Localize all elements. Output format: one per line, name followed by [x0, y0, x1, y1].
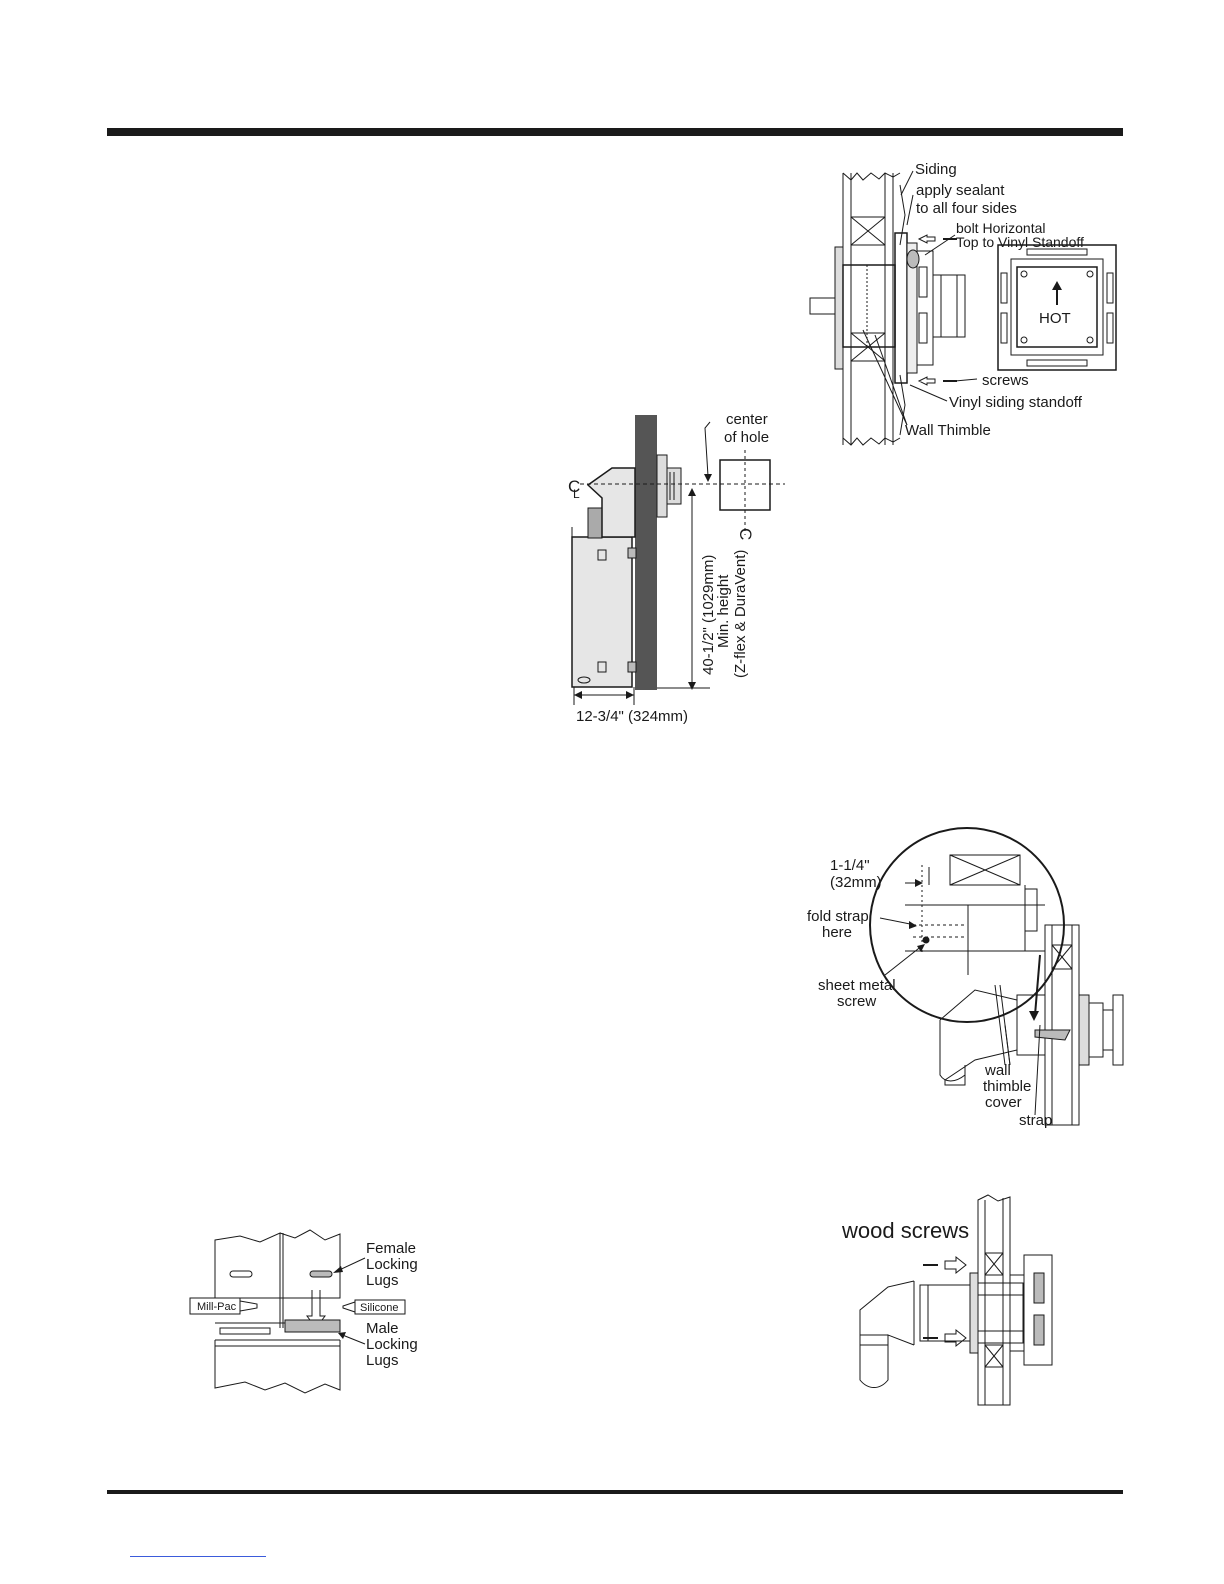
label-sms-2: screw — [837, 993, 876, 1010]
label-male-3: Lugs — [366, 1352, 399, 1369]
label-of-hole: of hole — [724, 429, 769, 446]
label-center: center — [726, 411, 768, 428]
label-wall-thimble: Wall Thimble — [905, 422, 991, 439]
label-female-3: Lugs — [366, 1272, 399, 1289]
figure-locking-lugs: Mill-Pac Silicone Female Locking Lugs Ma… — [185, 1228, 445, 1403]
label-fold-1: fold strap — [807, 908, 869, 925]
label-bolt-1: bolt Horizontal — [956, 220, 1046, 236]
label-female-2: Locking — [366, 1256, 418, 1273]
label-hot: HOT — [1039, 310, 1071, 327]
label-cover-1: wall — [984, 1062, 1011, 1079]
svg-text:L: L — [573, 487, 580, 501]
label-sms-1: sheet metal — [818, 977, 896, 994]
label-fold-2: here — [822, 924, 852, 941]
footer-link-underline — [130, 1556, 266, 1557]
figure-wood-screws: wood screws — [838, 1194, 1068, 1410]
svg-text:C: C — [568, 477, 580, 496]
label-silicone: Silicone — [360, 1302, 399, 1314]
label-width: 12-3/4" (324mm) — [576, 708, 688, 725]
label-cover-3: cover — [985, 1094, 1022, 1111]
label-height-2: Min. height — [715, 574, 732, 648]
label-dim-2: (32mm) — [830, 874, 882, 891]
label-sealant-1: apply sealant — [916, 182, 1005, 199]
wall-section — [635, 415, 657, 690]
label-strap: strap — [1019, 1112, 1052, 1129]
label-male-1: Male — [366, 1320, 399, 1337]
figure-strap-detail: 1-1/4" (32mm) fold strap here sheet meta… — [805, 825, 1165, 1135]
svg-text:C: C — [736, 528, 755, 540]
label-vinyl-standoff: Vinyl siding standoff — [949, 394, 1083, 411]
header-rule — [107, 128, 1123, 136]
label-height-3: (Z-flex & DuraVent) — [732, 550, 749, 678]
label-wood-screws: wood screws — [841, 1218, 969, 1243]
label-millpac: Mill-Pac — [197, 1301, 237, 1313]
label-bolt-2: Top to Vinyl Standoff — [956, 234, 1084, 250]
label-siding: Siding — [915, 161, 957, 178]
label-cover-2: thimble — [983, 1078, 1031, 1095]
figure-vinyl-standoff: Siding apply sealant to all four sides b… — [805, 155, 1135, 455]
label-dim-1: 1-1/4" — [830, 857, 870, 874]
label-sealant-2: to all four sides — [916, 200, 1017, 217]
label-height-1: 40-1/2" (1029mm) — [700, 555, 717, 675]
footer-rule — [107, 1490, 1123, 1494]
label-screws: screws — [982, 372, 1029, 389]
label-male-2: Locking — [366, 1336, 418, 1353]
label-female-1: Female — [366, 1240, 416, 1257]
figure-side-clearance: C L center of hole C 40-1/2" (1029mm) Mi… — [540, 400, 800, 730]
